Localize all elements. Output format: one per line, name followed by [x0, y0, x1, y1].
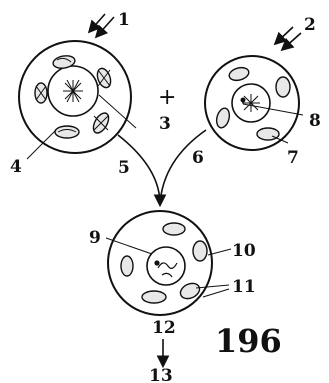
left-cell [19, 41, 131, 153]
right-cell [205, 56, 299, 150]
plus-sign: + [158, 85, 176, 110]
label-10: 10 [232, 241, 256, 261]
hybrid-cell-chromatin [155, 261, 177, 277]
label-1: 1 [118, 10, 130, 30]
label-5: 5 [118, 158, 130, 178]
label-6: 6 [192, 148, 204, 168]
left-cell-spindle [63, 80, 83, 102]
label-2: 2 [304, 15, 316, 35]
label-12: 12 [152, 318, 176, 338]
label-9: 9 [89, 228, 101, 248]
page-number: 196 [215, 322, 282, 360]
label-3: 3 [159, 114, 171, 134]
incoming-arrows-left [90, 14, 114, 36]
label-8: 8 [309, 111, 321, 131]
hybrid-cell [108, 211, 212, 315]
right-cell-spindle [242, 94, 260, 112]
hybrid-cell-nucleus [147, 247, 185, 285]
label-11: 11 [232, 277, 256, 297]
label-7: 7 [287, 148, 299, 168]
right-cell-nucleolus [241, 98, 246, 103]
label-4: 4 [10, 157, 22, 177]
incoming-arrows-right [276, 27, 301, 49]
label-13: 13 [149, 366, 173, 383]
